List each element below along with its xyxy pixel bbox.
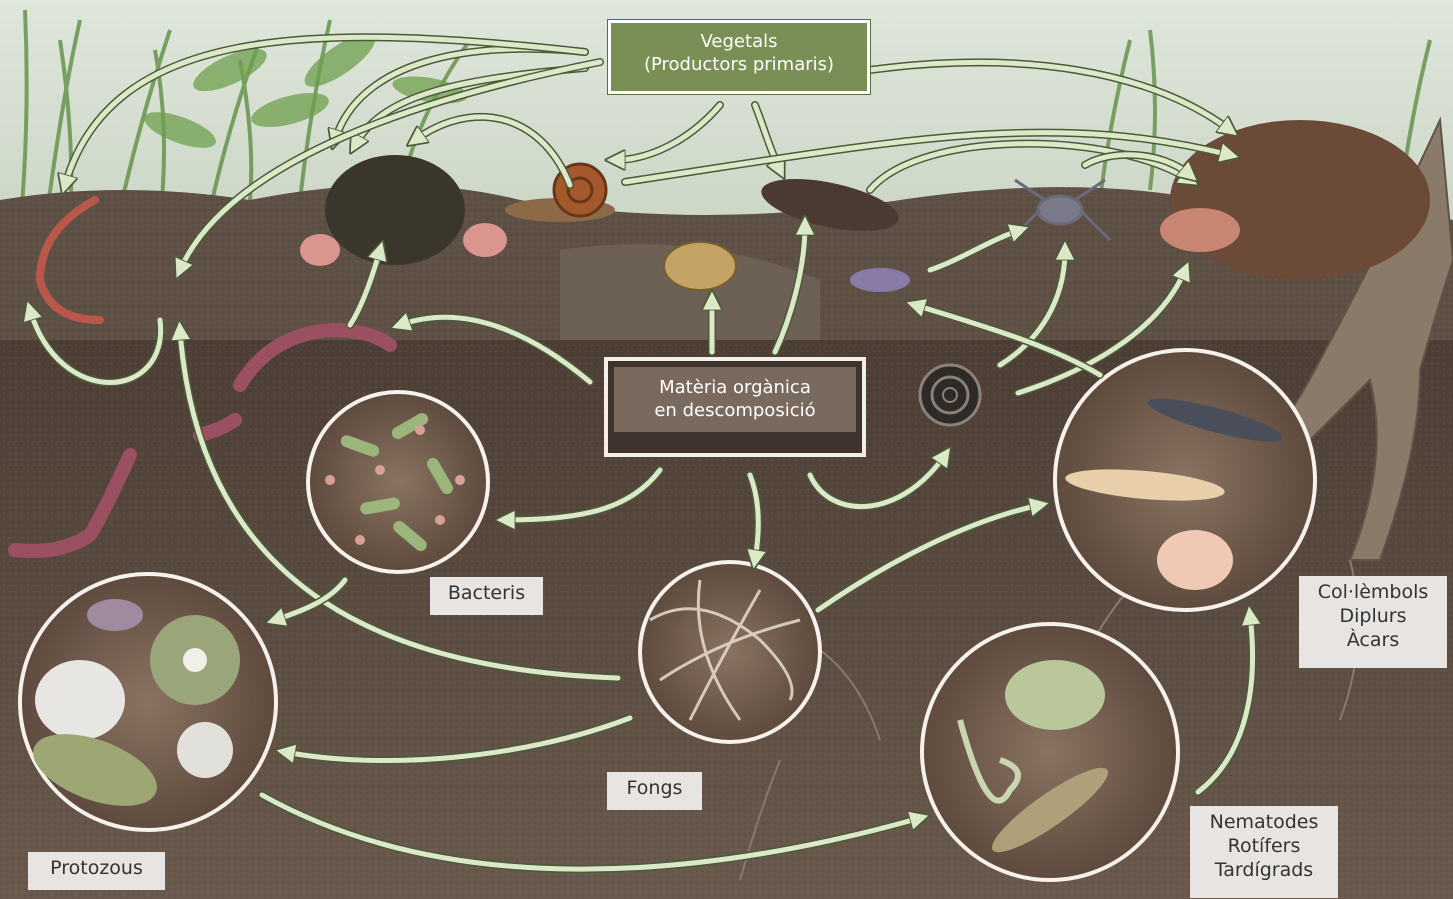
- protozoa-label: Protozous: [28, 852, 165, 890]
- micro-fauna-line-3: Tardígrads: [1202, 859, 1326, 883]
- fungi-label: Fongs: [607, 772, 702, 810]
- pill-bug: [664, 242, 736, 290]
- micro-fauna-line-1: Nematodes: [1202, 811, 1326, 835]
- arthropods-label: Col·lèmbols Diplurs Àcars: [1299, 576, 1447, 668]
- micro-fauna-line-2: Rotífers: [1202, 835, 1326, 859]
- plants-label: Vegetals (Productors primaris): [608, 20, 870, 94]
- micro-fauna-circle: [922, 624, 1178, 880]
- bacteria-circle: [308, 392, 488, 572]
- plants-label-line-2: (Productors primaris): [621, 54, 857, 77]
- arthropods-circle: [1055, 350, 1315, 610]
- pseudoscorpion: [850, 268, 910, 292]
- fungi-circle: [640, 562, 820, 742]
- arthropods-line-2: Diplurs: [1311, 605, 1435, 629]
- arthropods-line-3: Àcars: [1311, 629, 1435, 653]
- plants-label-line-1: Vegetals: [621, 31, 857, 54]
- bacteria-label: Bacteris: [430, 577, 543, 615]
- organic-matter-label: Matèria orgànica en descomposició: [604, 357, 866, 457]
- protozoa-circle: [20, 574, 276, 830]
- organic-matter-line-2: en descomposició: [628, 400, 842, 423]
- organic-matter-line-1: Matèria orgànica: [628, 377, 842, 400]
- millipede: [920, 365, 980, 425]
- arthropods-line-1: Col·lèmbols: [1311, 581, 1435, 605]
- micro-fauna-label: Nematodes Rotífers Tardígrads: [1190, 806, 1338, 898]
